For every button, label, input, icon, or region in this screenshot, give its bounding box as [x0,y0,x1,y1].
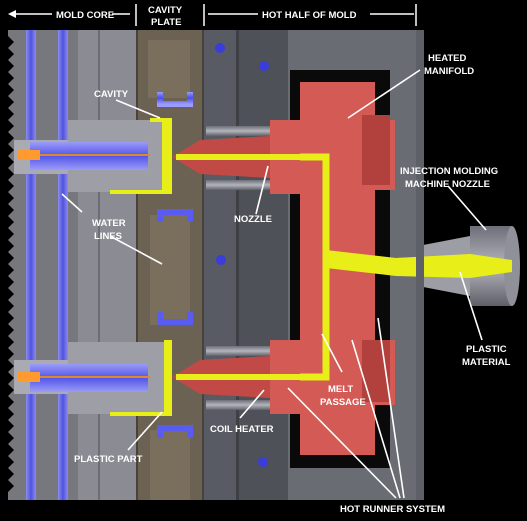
hot-half-outer-plate [416,30,424,500]
bolt-mid [216,255,226,265]
leader-machine-nozzle [447,185,487,231]
label-plastic-part: PLASTIC PART [74,454,143,465]
cavity-water-loop-top [157,92,193,107]
header-cavity-plate-2: PLATE [151,17,181,28]
ejector-top [18,150,40,160]
plastic-part-bottom [164,340,172,416]
header-hot-half: HOT HALF OF MOLD [262,10,357,21]
water-line-vertical-left [26,30,36,500]
leader-water-1 [61,193,83,213]
leader-melt-passage [321,333,343,373]
cavity-insert-bottom [150,430,190,500]
machine-nozzle-melt [396,254,512,278]
bolt-top-2 [259,61,269,71]
nozzle-housing-bottom [206,346,270,356]
cavity-water-loop-mid-bottom [157,312,193,325]
nozzle-housing-top-2 [206,180,270,190]
label-hot-runner-system: HOT RUNNER SYSTEM [340,504,445,515]
hot-half-plate-b [238,30,288,500]
cavity-water-loop-mid-top [157,209,193,222]
bolt-top [215,43,225,53]
leader-cavity [115,99,161,119]
label-injection-nozzle-2: MACHINE NOZZLE [405,179,490,190]
ejector-bottom [18,372,40,382]
label-water-lines-1: WATER [92,218,126,229]
leader-plastic-part [127,411,163,451]
cavity-plate-border-right [202,30,204,500]
header-mold-core: MOLD CORE [56,10,114,21]
water-line-vertical-right [58,30,68,500]
label-plastic-material-1: PLASTIC [466,344,507,355]
cavity-insert-top [148,40,190,98]
label-cavity: CAVITY [94,89,129,100]
label-nozzle: NOZZLE [234,214,272,225]
leader-heated-manifold [347,69,421,119]
mold-core-inner-plate [78,30,136,500]
cavity-water-loop-bottom [157,425,193,438]
leader-water-2 [109,235,163,265]
header-bar [0,0,527,30]
leader-nozzle [255,165,269,215]
label-melt-passage-1: MELT [328,384,353,395]
cavity-insert-mid [150,215,190,325]
manifold-heater-top [362,115,390,185]
header-arrow-left [8,10,16,18]
leader-plastic-material [459,271,483,341]
label-melt-passage-2: PASSAGE [320,397,366,408]
plastic-part-bottom-base [110,412,166,416]
leader-hot-runner-2 [351,339,401,499]
leader-hot-runner-3 [377,317,405,499]
leader-hot-runner-1 [287,387,397,499]
label-plastic-material-2: MATERIAL [462,357,511,368]
label-injection-nozzle-1: INJECTION MOLDING [400,166,498,177]
leader-coil-heater [239,389,265,419]
label-heated-manifold-1: HEATED [428,53,466,64]
label-water-lines-2: LINES [94,231,122,242]
core-divider [98,30,100,500]
hot-half-divider [236,30,239,500]
bolt-bottom [258,457,268,467]
plastic-part-top-cap [164,118,172,194]
nozzle-housing-bottom-2 [206,400,270,410]
header-cavity-plate-1: CAVITY [148,5,183,16]
nozzle-housing-top [206,126,270,136]
label-heated-manifold-2: MANIFOLD [424,66,474,77]
label-coil-heater: COIL HEATER [210,424,274,435]
cavity-plate-border-left [136,30,138,500]
